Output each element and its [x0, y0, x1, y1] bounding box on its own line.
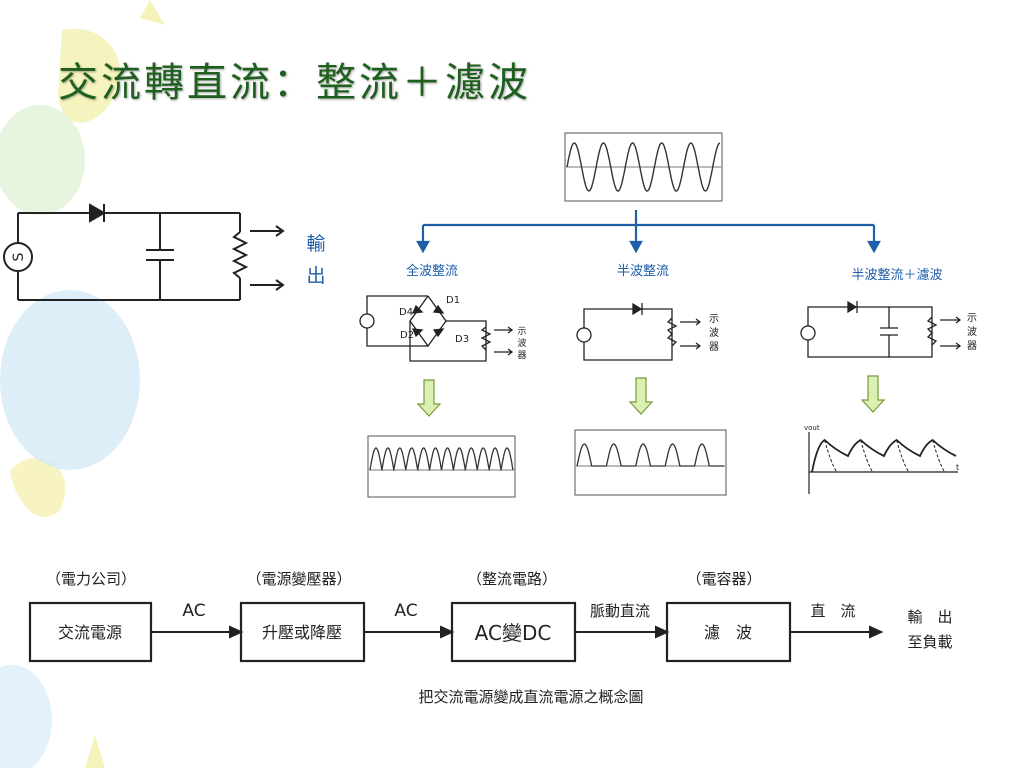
scope-label-3: 器: [517, 350, 526, 361]
rectifier-filter-circuit: [3, 203, 285, 301]
scope-label-1: 示: [517, 327, 526, 337]
diode-icon: [89, 203, 107, 223]
block-caption: （電源變壓器）: [246, 570, 351, 588]
input-ac-waveform: [564, 132, 723, 202]
graph-y-label: vout: [804, 424, 820, 432]
resistor-icon: [231, 213, 249, 300]
scope-label-3: 器: [967, 340, 977, 352]
source-symbol: S: [11, 252, 27, 261]
flow-block: [665, 601, 792, 663]
block-caption: （整流電路）: [467, 570, 557, 588]
down-arrow-icon: [416, 379, 442, 417]
scope-label-1: 示: [709, 314, 719, 325]
full-wave-output-waveform: [367, 435, 516, 498]
half-wave-output-waveform: [574, 429, 727, 496]
block-text: AC變DC: [475, 621, 552, 645]
balloon-decoration: [0, 105, 140, 768]
filtered-output-graph: vout t: [804, 424, 959, 494]
full-wave-bridge-circuit: [359, 295, 514, 362]
diode-label-d3: D3: [455, 334, 469, 345]
diagram-caption: 把交流電源變成直流電源之概念圖: [418, 688, 643, 706]
block-caption: （電容器）: [686, 570, 761, 588]
branch-label-full-wave: 全波整流: [406, 263, 458, 279]
flow-arrow-label: 直 流: [810, 602, 855, 620]
flow-block: [28, 601, 153, 663]
scope-label-3: 器: [709, 341, 719, 353]
block-text: 交流電源: [58, 623, 122, 642]
scope-label-2: 波: [517, 337, 526, 349]
output-label-1: 輸: [306, 233, 325, 255]
flow-arrow-label: 脈動直流: [590, 602, 650, 620]
scope-label-2: 波: [967, 325, 977, 338]
ac-source-icon: [800, 325, 816, 341]
half-wave-circuit: [576, 302, 702, 361]
scope-label-1: 示: [967, 313, 977, 324]
slide-title: 交流轉直流：整流＋濾波: [58, 60, 531, 106]
block-caption: （電力公司）: [46, 570, 136, 588]
diode-label-d2: D2: [400, 330, 414, 341]
leaf-decoration: [10, 0, 165, 768]
output-line-2: 至負載: [907, 633, 952, 651]
output-line-1: 輸 出: [907, 608, 952, 626]
ac-source-icon: [3, 242, 33, 272]
output-label-2: 出: [306, 265, 325, 287]
flow-arrow-label: AC: [182, 601, 205, 621]
branch-label-half-wave-filter: 半波整流＋濾波: [851, 268, 942, 283]
flow-block: [239, 601, 366, 663]
output-arrow-icon: [250, 225, 285, 291]
capacitor-icon: [146, 213, 174, 300]
diode-label-d1: D1: [446, 295, 460, 306]
block-text: 濾 波: [704, 623, 752, 642]
graph-x-label: t: [956, 463, 959, 472]
flow-diagram: （電力公司） （電源變壓器） （整流電路） （電容器） 交流電源 升壓或降壓 A…: [28, 570, 953, 706]
flow-arrow-label: AC: [394, 601, 417, 621]
diode-label-d4: D4: [399, 307, 413, 318]
down-arrow-icon: [860, 375, 886, 413]
scope-label-2: 波: [709, 326, 719, 339]
ac-source-icon: [576, 327, 592, 343]
down-arrow-icon: [628, 377, 654, 415]
ac-source-icon: [359, 313, 375, 329]
branch-connector: [416, 210, 881, 254]
branch-label-half-wave: 半波整流: [617, 264, 669, 279]
block-text: 升壓或降壓: [262, 623, 342, 642]
half-wave-filter-circuit: [800, 300, 962, 358]
